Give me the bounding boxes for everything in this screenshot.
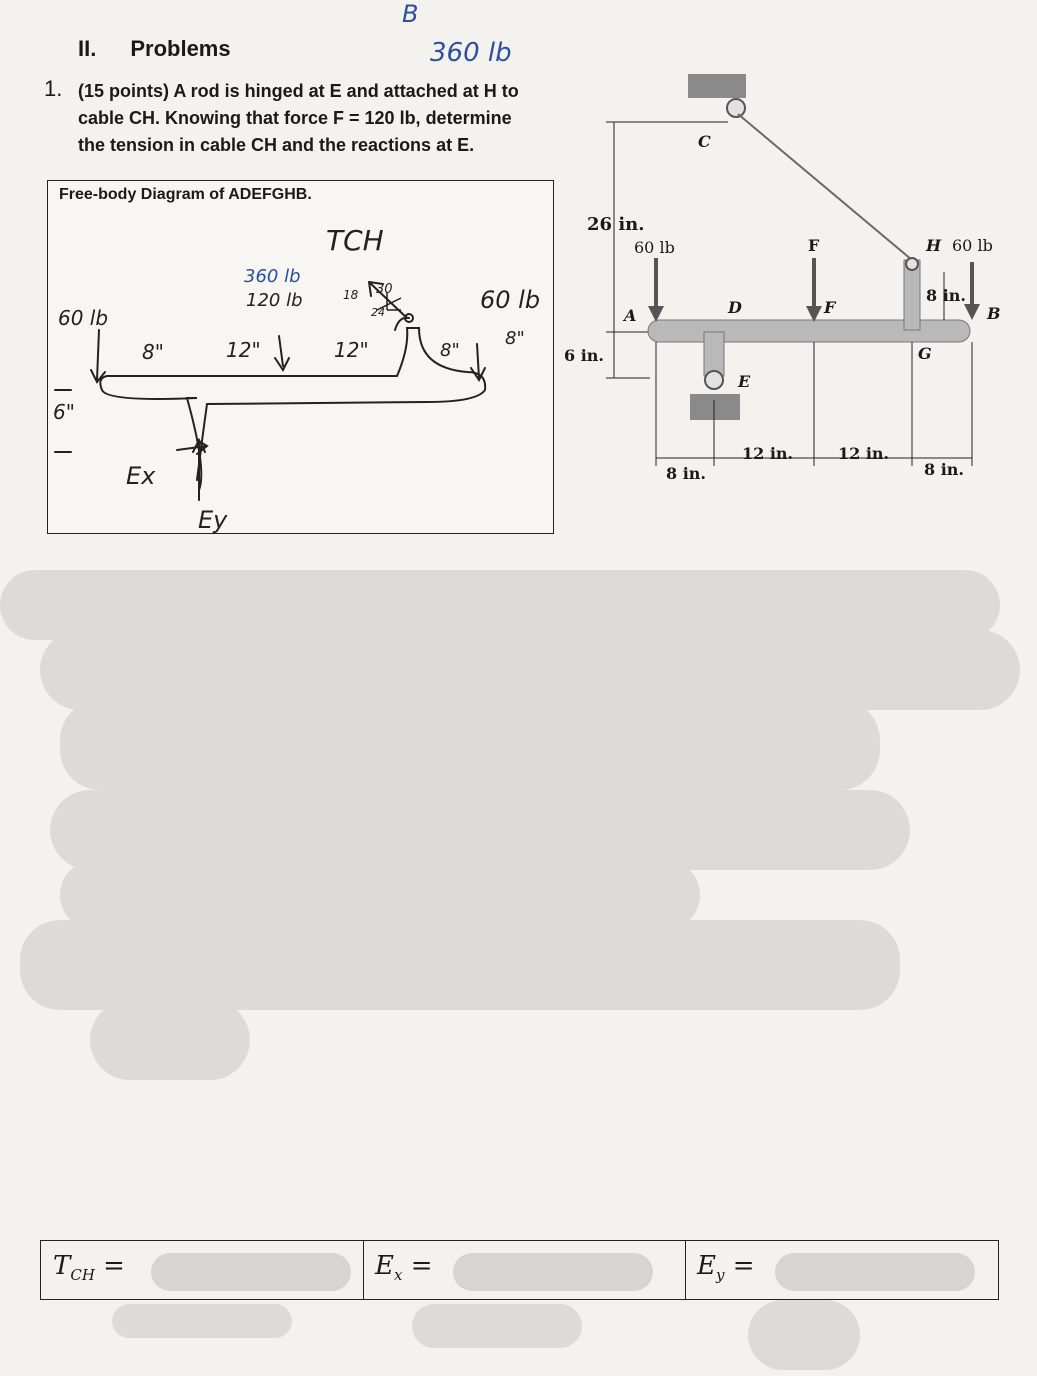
ground-support-e (690, 394, 740, 420)
fbd-ey-arrow (192, 437, 206, 501)
fig-label-c: C (698, 132, 711, 151)
fig-dim-6: 6 in. (564, 346, 604, 365)
fbd-ratio-18: 18 (343, 288, 359, 302)
redaction-stroke (20, 920, 900, 1010)
fbd-ratio-30: 30 (376, 282, 393, 297)
fbd-dist-12-a: 12" (226, 338, 261, 362)
fig-load-right: 60 lb (952, 236, 993, 255)
pin-h (905, 257, 919, 271)
answer-label-ex: Ex = (375, 1251, 433, 1285)
redaction-stroke (748, 1300, 860, 1370)
answer-input-tch[interactable] (151, 1253, 351, 1291)
fbd-dist-8-far: 8" (505, 328, 525, 349)
redaction-stroke (112, 1304, 292, 1338)
fbd-dist-8-right: 8" (440, 340, 460, 361)
problem-figure (606, 74, 980, 466)
redaction-stroke (0, 570, 1000, 640)
problem-line-3: the tension in cable CH and the reaction… (78, 135, 475, 155)
fbd-box (47, 180, 554, 534)
redaction-stroke (60, 860, 700, 930)
fbd-right-load-label: 60 lb (480, 286, 541, 314)
fig-label-d: D (728, 298, 742, 317)
redaction-stroke (412, 1304, 582, 1348)
fbd-360-label: 360 lb (244, 266, 301, 287)
fbd-title: Free-body Diagram of ADEFGHB. (59, 186, 312, 203)
answer-input-ex[interactable] (453, 1253, 653, 1291)
answer-cell-ey: Ey = (685, 1241, 997, 1299)
handwritten-point-b: B (402, 0, 419, 28)
problem-number: 1. (44, 76, 63, 101)
fig-dim-26: 26 in. (587, 214, 645, 235)
redaction-stroke (90, 1000, 250, 1080)
fbd-right-load-arrow (470, 343, 486, 382)
answer-label-tch: TCH = (53, 1251, 125, 1285)
fig-dim-12-b: 12 in. (838, 444, 890, 463)
fig-label-h: H (926, 236, 942, 255)
fbd-tch-arrow (368, 281, 408, 319)
fbd-left-load-arrow (90, 329, 106, 384)
fig-label-f-bold: F (808, 236, 820, 255)
problem-line-2: cable CH. Knowing that force F = 120 lb,… (78, 108, 512, 128)
pulley-c (726, 98, 746, 118)
fig-dim-8-a: 8 in. (666, 464, 706, 483)
fig-dim-12-a: 12 in. (742, 444, 794, 463)
fig-label-f: F (824, 298, 836, 317)
rod-ab (647, 319, 971, 343)
section-number: II. (78, 36, 97, 61)
section-title: Problems (130, 36, 231, 61)
fig-dim-8-vertical: 8 in. (926, 286, 966, 305)
answer-input-ey[interactable] (775, 1253, 975, 1291)
problem-line-1: (15 points) A rod is hinged at E and att… (78, 81, 519, 101)
fig-label-g: G (918, 344, 932, 363)
fbd-dist-6: 6" (53, 400, 75, 424)
fbd-sketch (54, 281, 487, 501)
ceiling-support (688, 74, 746, 98)
fig-load-left: 60 lb (634, 238, 675, 257)
fbd-dist-8-left: 8" (142, 340, 164, 364)
fbd-ratio-24: 24 (371, 306, 385, 319)
answer-table: TCH = Ex = Ey = (40, 1240, 999, 1300)
fbd-left-load-label: 60 lb (58, 306, 109, 330)
section-heading: II. Problems (78, 36, 231, 62)
fbd-dist-12-b: 12" (334, 338, 369, 362)
fig-label-a: A (624, 306, 637, 325)
fbd-ex-label: Ex (126, 462, 156, 490)
fbd-ey-label: Ey (198, 506, 228, 534)
fig-label-b: B (987, 304, 1001, 323)
fig-label-e: E (738, 372, 751, 391)
redaction-stroke (50, 790, 910, 870)
fbd-120-arrow (274, 335, 290, 372)
cable-ch (737, 113, 913, 261)
redaction-stroke (40, 630, 1020, 710)
answer-cell-ex: Ex = (363, 1241, 686, 1299)
answer-label-ey: Ey = (697, 1251, 755, 1285)
hinge-e (704, 370, 724, 390)
fbd-tch-label: TCH (326, 224, 384, 257)
rod-stem-e (703, 331, 725, 377)
fig-dim-8-b: 8 in. (924, 460, 964, 479)
problem-statement: (15 points) A rod is hinged at E and att… (78, 78, 568, 159)
handwritten-force-360: 360 lb (430, 38, 512, 68)
fbd-120-label: 120 lb (246, 290, 303, 311)
answer-cell-tch: TCH = (41, 1241, 364, 1299)
redaction-stroke (60, 700, 880, 790)
